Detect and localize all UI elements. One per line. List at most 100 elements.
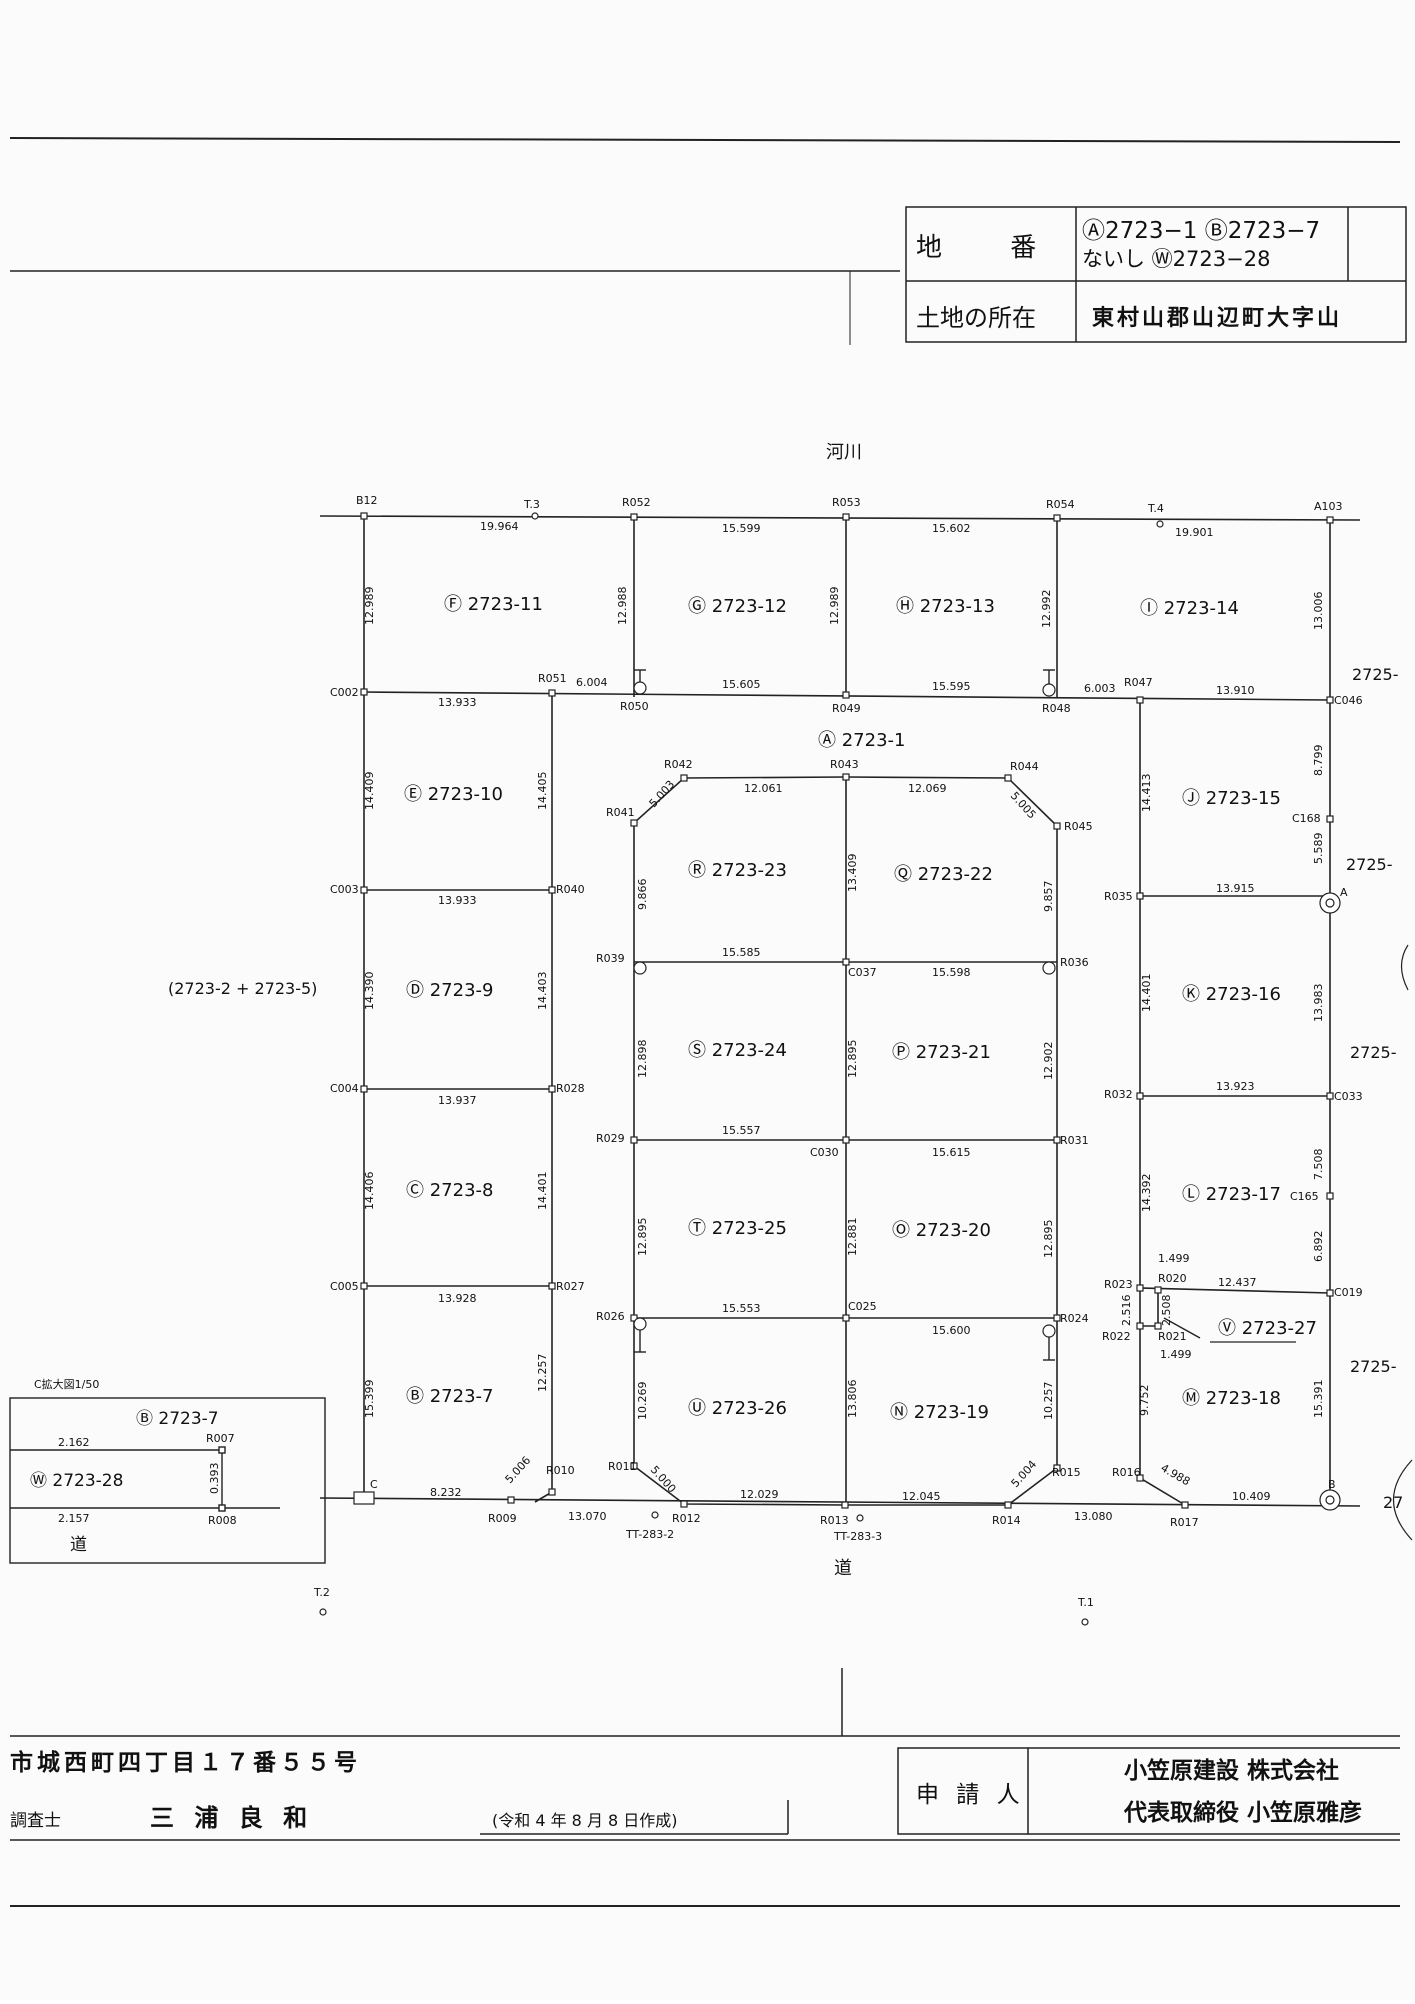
creation-date: (令和 4 年 8 月 8 日作成) (492, 1811, 678, 1830)
pt-R029: R029 (596, 1132, 625, 1145)
pt-C030: C030 (810, 1146, 839, 1159)
pt-R045: R045 (1064, 820, 1093, 833)
pt-R053: R053 (832, 496, 861, 509)
dimension-label: 1.499 (1160, 1348, 1192, 1361)
dimension-label: 14.413 (1140, 774, 1153, 813)
inset-road: 道 (70, 1535, 87, 1555)
dimension-label: 12.881 (846, 1218, 859, 1257)
lot-C: Ⓒ 2723-8 (406, 1180, 493, 1201)
dimension-label: 15.557 (722, 1124, 761, 1137)
pt-T1: T.1 (1077, 1596, 1094, 1609)
pt-C037: C037 (848, 966, 877, 979)
dimension-label: 15.391 (1312, 1380, 1325, 1419)
dimension-label: 15.600 (932, 1324, 971, 1337)
dimension-label: 14.406 (363, 1172, 376, 1211)
top-rules (9, 137, 1401, 345)
chiban-value-2: ないし Ⓦ2723−28 (1082, 247, 1270, 271)
dimension-label: 14.401 (1140, 974, 1153, 1013)
dimension-label: 5.003 (647, 778, 678, 810)
pt-R014: R014 (992, 1514, 1021, 1527)
dimension-label: 12.061 (744, 782, 783, 795)
lot-G: Ⓖ 2723-12 (688, 596, 787, 617)
pt-C003: C003 (330, 883, 359, 896)
dimension-label: 12.029 (740, 1488, 779, 1501)
dimension-label: 15.615 (932, 1146, 971, 1159)
dimension-label: 12.989 (363, 587, 376, 626)
point-labels: B12 T.3 R052 R053 R054 T.4 A103 C002 R05… (313, 494, 1363, 1609)
dimension-label: 12.045 (902, 1490, 941, 1503)
dimension-label: 12.437 (1218, 1276, 1257, 1289)
dimension-label: 12.895 (1042, 1220, 1055, 1259)
chiban-label: 地 番 (916, 233, 1066, 263)
dimension-label: 14.390 (363, 972, 376, 1011)
pt-R013: R013 (820, 1514, 849, 1527)
lot-R: Ⓡ 2723-23 (688, 860, 787, 881)
dimension-label: 2.508 (1160, 1295, 1173, 1327)
lot-I: Ⓘ 2723-14 (1140, 598, 1239, 619)
pt-R016: R016 (1112, 1466, 1141, 1479)
pt-R012: R012 (672, 1512, 701, 1525)
dimension-label: 19.964 (480, 520, 519, 533)
footer-lines (10, 1668, 1400, 1907)
dimension-label: 12.069 (908, 782, 947, 795)
dimension-label: 1.499 (1158, 1252, 1190, 1265)
pt-C046: C046 (1334, 694, 1363, 707)
lot-S: Ⓢ 2723-24 (688, 1040, 787, 1061)
survey-point-markers (319, 512, 1341, 1626)
lot-D: Ⓓ 2723-9 (406, 980, 493, 1001)
lot-E: Ⓔ 2723-10 (404, 784, 503, 805)
pt-C004: C004 (330, 1082, 359, 1095)
lot-J: Ⓙ 2723-15 (1182, 788, 1281, 809)
pt-R017: R017 (1170, 1516, 1199, 1529)
lot-N: Ⓝ 2723-19 (890, 1402, 989, 1423)
dimension-label: 15.585 (722, 946, 761, 959)
lot-Q: Ⓠ 2723-22 (894, 864, 993, 885)
dimension-label: 10.269 (636, 1382, 649, 1421)
lot-F: Ⓕ 2723-11 (444, 594, 543, 615)
dimension-label: 13.937 (438, 1094, 477, 1107)
dimension-label: 2.516 (1120, 1295, 1133, 1327)
right-parcel-4: 2725- (1350, 1357, 1397, 1376)
applicant-rep: 代表取締役 小笠原雅彦 (1123, 1799, 1362, 1826)
river-label: 河川 (826, 442, 862, 463)
lot-M: Ⓜ 2723-18 (1182, 1388, 1281, 1409)
dimension-label: 10.409 (1232, 1490, 1271, 1503)
pt-R027: R027 (556, 1280, 585, 1293)
dimension-label: 7.508 (1312, 1149, 1325, 1181)
dimension-label: 15.595 (932, 680, 971, 693)
dimension-label: 13.080 (1074, 1510, 1113, 1523)
dimension-label: 13.806 (846, 1380, 859, 1419)
pt-R051: R051 (538, 672, 567, 685)
applicant-company: 小笠原建設 株式会社 (1124, 1757, 1339, 1784)
pt-R042: R042 (664, 758, 693, 771)
pt-TT-283-3: TT-283-3 (833, 1530, 882, 1543)
right-parcel-2: 2725- (1346, 855, 1393, 874)
dimension-label: 12.895 (846, 1040, 859, 1079)
right-edge-arc (1400, 944, 1409, 991)
dimension-label: 15.598 (932, 966, 971, 979)
dimension-label: 14.392 (1140, 1174, 1153, 1213)
lot-L: Ⓛ 2723-17 (1182, 1184, 1281, 1205)
lot-K: Ⓚ 2723-16 (1182, 984, 1281, 1005)
right-parcel-1: 2725- (1352, 665, 1399, 684)
pt-C165: C165 (1290, 1190, 1319, 1203)
pt-C002: C002 (330, 686, 359, 699)
dimension-label: 13.983 (1312, 984, 1325, 1023)
dimension-label: 5.005 (1008, 789, 1039, 821)
dimension-label: 12.989 (828, 587, 841, 626)
dimension-label: 13.006 (1312, 592, 1325, 631)
left-parcel-label: (2723-2 + 2723-5) (168, 979, 317, 998)
dimension-label: 15.553 (722, 1302, 761, 1315)
dimension-label: 15.599 (722, 522, 761, 535)
pt-R044: R044 (1010, 760, 1039, 773)
pt-C033: C033 (1334, 1090, 1363, 1103)
footer-address: 市城西町四丁目１７番５５号 (10, 1749, 361, 1776)
surveyor-label: 調査士 (10, 1811, 61, 1831)
surveyor-name: 三 浦 良 和 (150, 1804, 313, 1832)
pt-R028: R028 (556, 1082, 585, 1095)
pt-C005: C005 (330, 1280, 359, 1293)
dimension-label: 6.004 (576, 676, 608, 689)
pt-R011: R011 (608, 1460, 637, 1473)
